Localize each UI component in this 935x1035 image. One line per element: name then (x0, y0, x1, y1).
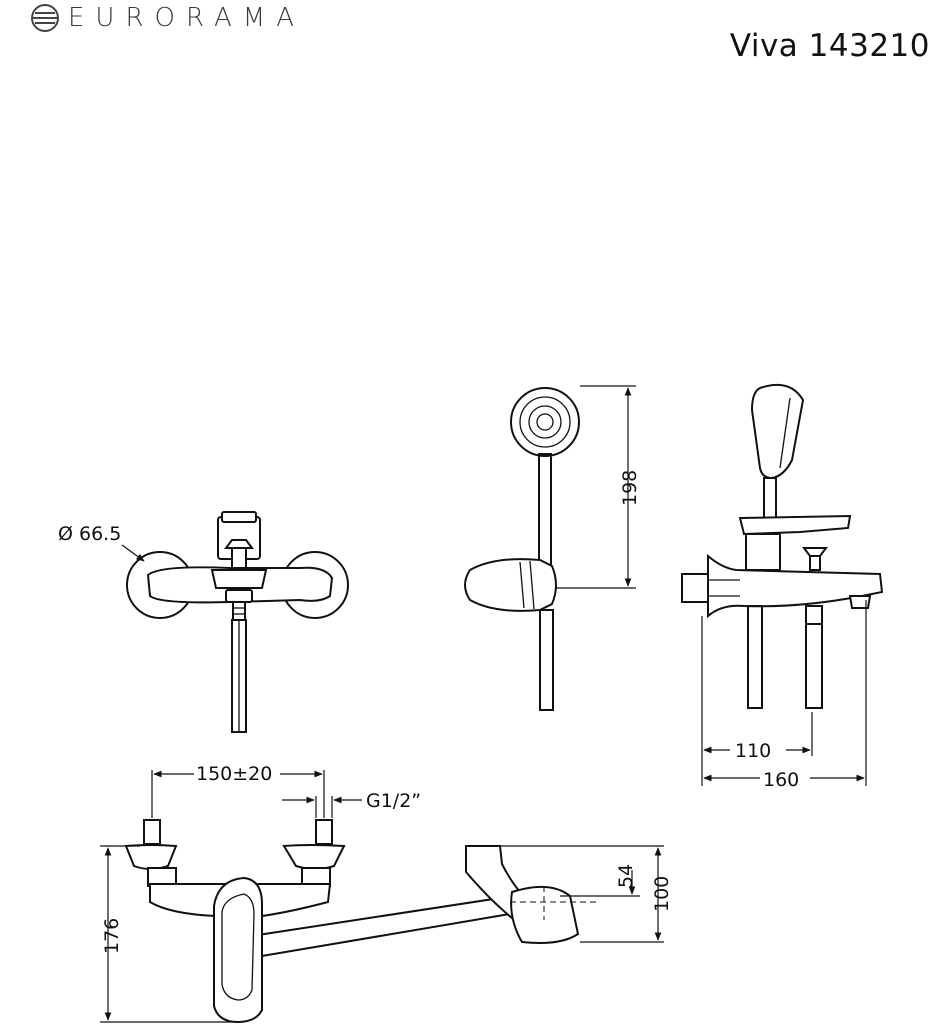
holder-height-label: 100 (651, 876, 673, 912)
hand-shower-height-label: 198 (619, 470, 641, 506)
spout-depth-inner-label: 110 (735, 740, 771, 762)
hand-shower-view (464, 387, 580, 711)
product-title: Viva 143210 (729, 28, 930, 64)
spout-depth-outer-label: 160 (763, 769, 799, 791)
top-view-assembly (124, 819, 600, 1024)
flange-diameter-label: Ø 66.5 (58, 523, 121, 545)
side-view (681, 384, 884, 709)
holder-offset-label: 54 (615, 864, 637, 888)
connector-spacing-label: 150±20 (196, 763, 272, 785)
brand-name: EURORAMA (68, 3, 306, 33)
thread-label: G1/2” (366, 790, 421, 812)
overall-height-label: 176 (101, 918, 123, 954)
brand-mark-icon (31, 4, 59, 32)
brand-logo: EURORAMA (30, 0, 305, 36)
front-view (126, 511, 349, 733)
flange-diameter-leader (121, 544, 145, 562)
